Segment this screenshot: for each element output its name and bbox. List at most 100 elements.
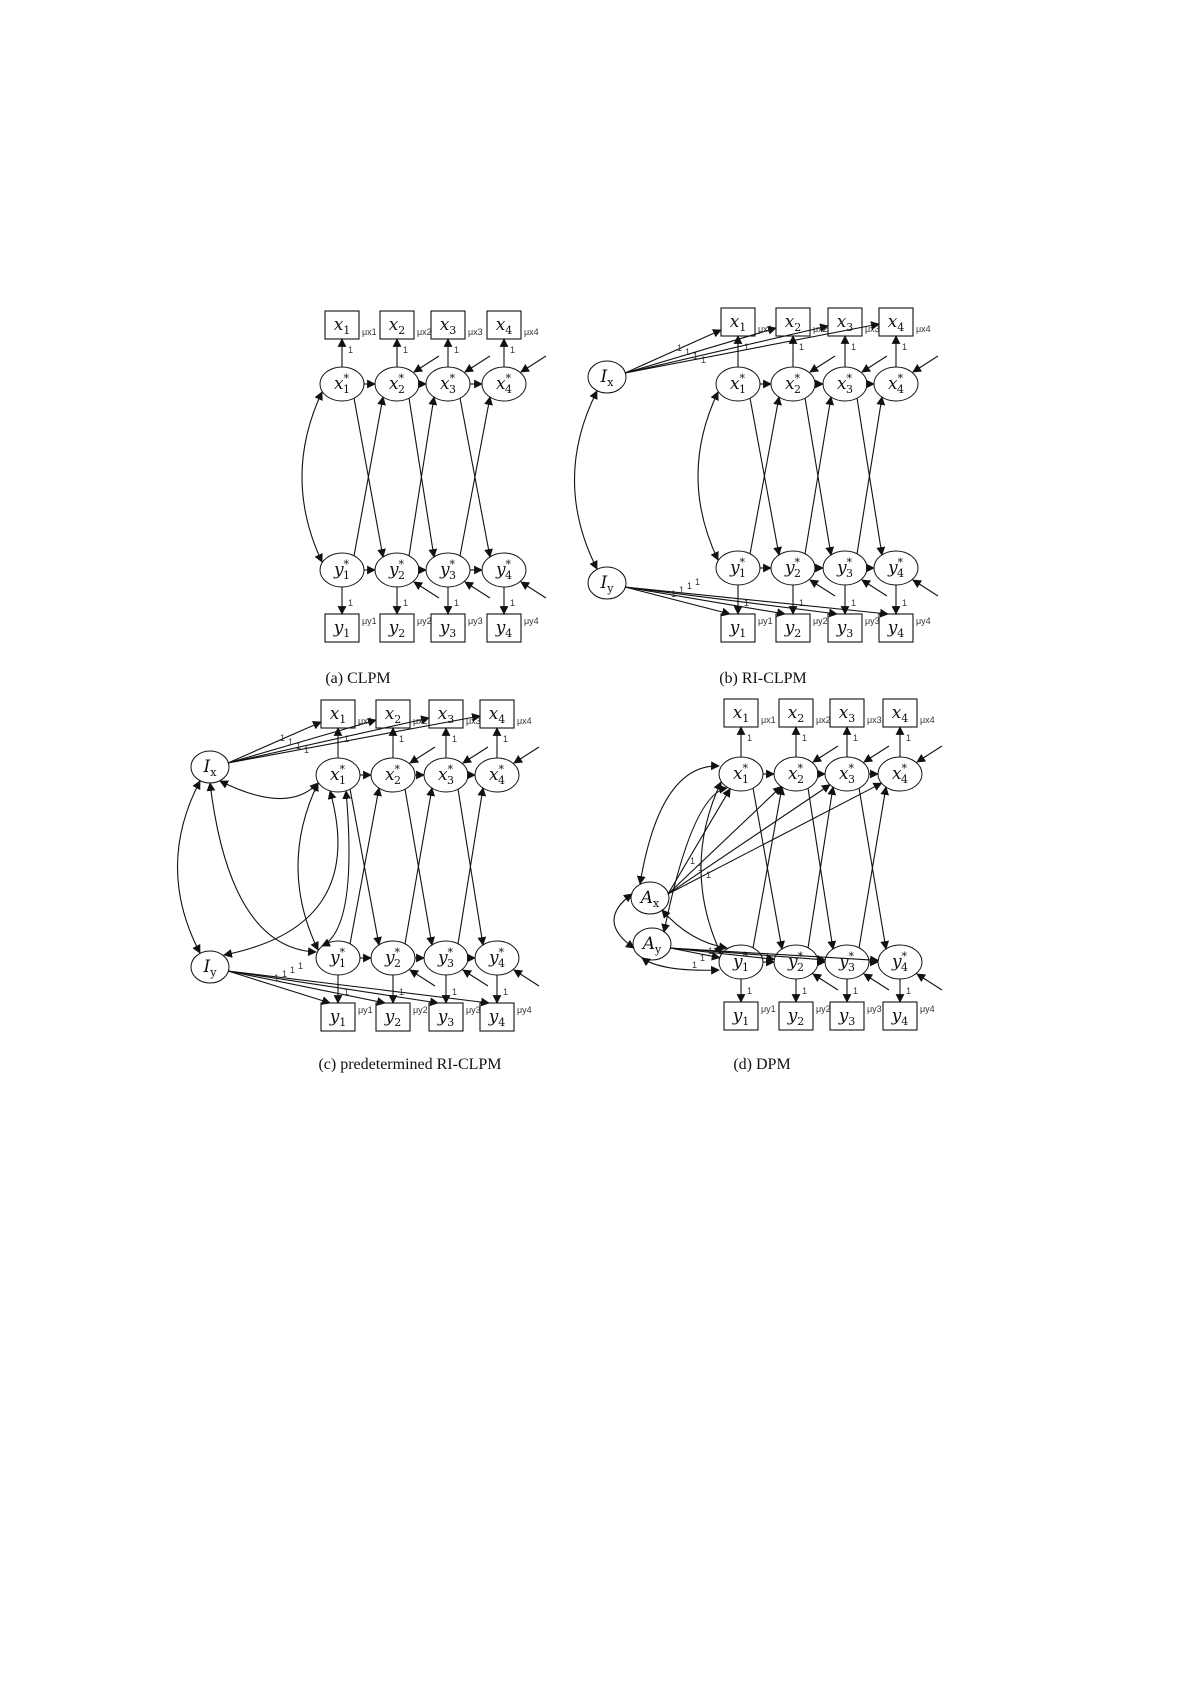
observed-x-box — [720, 307, 756, 337]
loading-label: 1 — [906, 986, 911, 996]
factor-loading-arrow-x — [667, 785, 782, 895]
mean-label-x: μx2 — [816, 715, 831, 725]
latent-y-label: y*1 — [729, 556, 746, 580]
loading-label: 1 — [298, 961, 303, 971]
intercept-loading-arrow-x — [624, 326, 777, 374]
latent-x-label: x*2 — [389, 372, 405, 396]
cross-lagged-arrow-y-to-x — [752, 786, 785, 949]
observed-y-label: y1 — [729, 618, 747, 640]
observed-x-label: x3 — [839, 703, 856, 725]
covariance-iy-x1 — [223, 790, 339, 958]
residual-arrow-x — [464, 355, 491, 373]
observed-y-label: y1 — [333, 618, 351, 640]
loading-label: 1 — [290, 965, 295, 975]
loading-label: 1 — [454, 345, 459, 355]
loading-label: 1 — [902, 598, 907, 608]
loading-label: 1 — [274, 973, 279, 983]
observed-y-box — [878, 613, 914, 643]
residual-arrow-y — [513, 969, 540, 987]
loading-label: 1 — [280, 733, 285, 743]
latent-y-label: y*1 — [333, 558, 350, 582]
loading-label: 1 — [452, 734, 457, 744]
observed-y-label: y1 — [329, 1007, 347, 1029]
cross-lagged-arrow-y-to-x — [353, 396, 386, 557]
observed-x-label: x4 — [892, 703, 909, 725]
observed-x-label: x2 — [389, 315, 406, 337]
observed-x-label: x1 — [330, 704, 347, 726]
residual-arrow-y — [863, 973, 890, 991]
loading-label: 1 — [399, 734, 404, 744]
loading-label: 1 — [693, 351, 698, 361]
loading-label: 1 — [510, 345, 515, 355]
loading-label: 1 — [747, 986, 752, 996]
loading-label: 1 — [906, 733, 911, 743]
observed-y-label: y4 — [495, 618, 513, 640]
latent-x-label: x*2 — [785, 372, 801, 396]
loading-label: 1 — [799, 342, 804, 352]
loading-label: 1 — [700, 953, 705, 963]
latent-y-label: y*2 — [784, 556, 801, 580]
loading-label: 1 — [851, 598, 856, 608]
mean-label-x: μx4 — [920, 715, 935, 725]
loading-label: 1 — [503, 734, 508, 744]
mean-label-y: μy4 — [920, 1004, 935, 1014]
loading-label: 1 — [706, 870, 711, 880]
mean-label-y: μy1 — [761, 1004, 776, 1014]
residual-arrow-x — [812, 745, 839, 763]
observed-y-label: y3 — [836, 618, 854, 640]
observed-y-label: y2 — [787, 1006, 805, 1028]
observed-x-box — [827, 307, 863, 337]
mean-label-y: μy3 — [867, 1004, 882, 1014]
loading-label: 1 — [802, 986, 807, 996]
residual-arrow-x — [916, 745, 943, 763]
intercept-x-label: Ix — [203, 757, 218, 779]
loading-label: 1 — [344, 734, 349, 744]
intercept-y-label: Iy — [600, 573, 615, 595]
loading-label: 1 — [348, 598, 353, 608]
latent-y-label: y*2 — [384, 946, 401, 970]
observed-y-label: y4 — [891, 1006, 909, 1028]
latent-y-label: y*4 — [887, 556, 904, 580]
observed-y-box — [324, 613, 360, 643]
cross-lagged-arrow-y-to-x — [404, 787, 435, 945]
observed-x-box — [778, 698, 814, 728]
mean-label-y: μy4 — [517, 1005, 532, 1015]
intercept-loading-arrow-x — [227, 717, 377, 764]
intercept-loading-arrow-x — [227, 715, 430, 764]
latent-x-label: x*1 — [733, 762, 749, 786]
latent-y-label: y*4 — [891, 950, 908, 974]
observed-x-box — [428, 699, 464, 729]
observed-y-label: y2 — [384, 1007, 402, 1029]
residual-arrow-x — [409, 746, 436, 764]
residual-arrow-y — [916, 973, 943, 991]
observed-x-label: x3 — [438, 704, 455, 726]
observed-y-box — [479, 1002, 515, 1032]
covariance-ix-y1 — [206, 782, 317, 957]
intercept-loading-arrow-y — [624, 586, 889, 618]
covariance-ax-y1 — [661, 909, 728, 952]
loading-label: 1 — [677, 343, 682, 353]
intercept-loading-arrow-y — [227, 970, 439, 1007]
observed-y-box — [379, 613, 415, 643]
loading-label: 1 — [296, 741, 301, 751]
mean-label-y: μy2 — [417, 616, 432, 626]
mean-label-x: μx4 — [524, 327, 539, 337]
observed-y-box — [827, 613, 863, 643]
intercept-y-label: Ay — [641, 934, 662, 956]
covariance-intercepts — [176, 780, 201, 954]
residual-arrow-x — [413, 355, 440, 373]
mean-label-y: μy1 — [362, 616, 377, 626]
cross-lagged-arrow-y-to-x — [408, 396, 438, 557]
loading-label: 1 — [692, 960, 697, 970]
latent-x-label: x*1 — [730, 372, 746, 396]
observed-y-box — [720, 613, 756, 643]
loading-label: 1 — [288, 737, 293, 747]
observed-y-box — [829, 1001, 865, 1031]
mean-label-x: μx1 — [761, 715, 776, 725]
observed-x-label: x1 — [334, 315, 351, 337]
observed-y-box — [320, 1002, 356, 1032]
mean-label-y: μy3 — [865, 616, 880, 626]
loading-label: 1 — [685, 347, 690, 357]
intercept-loading-arrow-y — [624, 586, 786, 618]
